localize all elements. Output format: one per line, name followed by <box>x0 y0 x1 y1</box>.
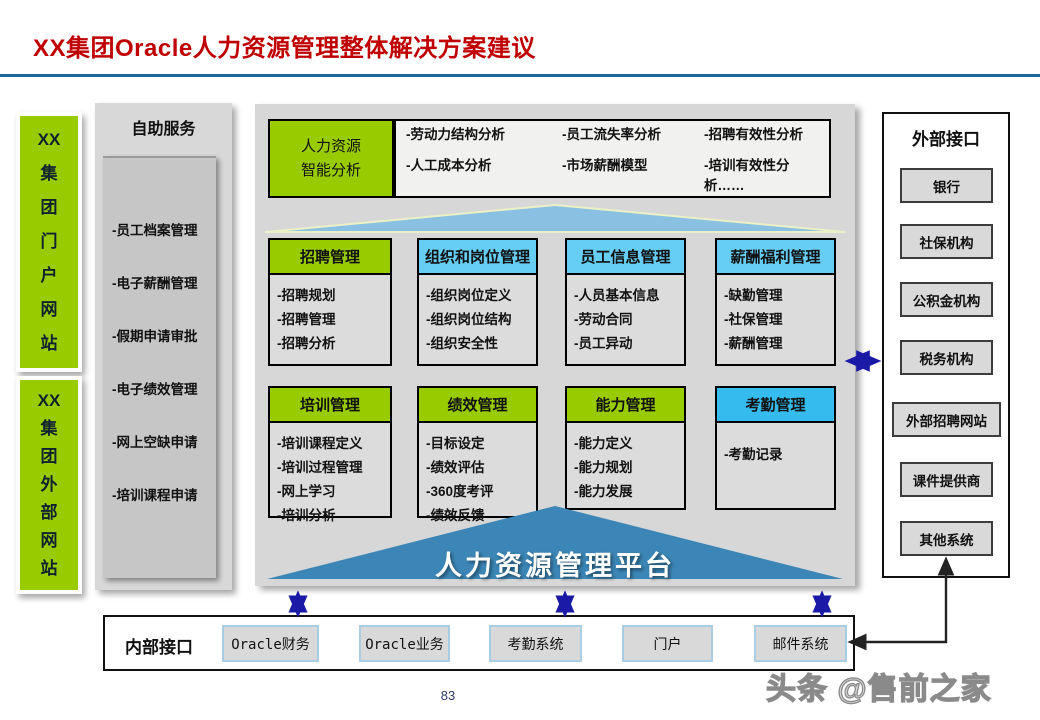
external-system-provident-fund: 公积金机构 <box>900 282 993 317</box>
module-items: -缺勤管理 -社保管理 -薪酬管理 <box>717 275 834 356</box>
portal-external-website: XX 集 团 外 部 网 站 <box>16 376 82 594</box>
internal-system-oracle-finance: Oracle财务 <box>222 625 319 662</box>
list-item: -员工档案管理 <box>112 223 198 238</box>
module-items: -考勤记录 <box>717 423 834 467</box>
title-divider <box>0 74 1040 77</box>
module-items: -人员基本信息 -劳动合同 -员工异动 <box>567 275 684 356</box>
external-interface-title: 外部接口 <box>912 130 980 149</box>
list-item: -能力规划 <box>574 460 633 475</box>
module-header: 考勤管理 <box>717 388 834 423</box>
list-item: -招聘分析 <box>277 336 336 351</box>
module-items: -招聘规划 -招聘管理 -招聘分析 <box>270 275 390 356</box>
self-service-list: -员工档案管理 -电子薪酬管理 -假期申请审批 -电子绩效管理 -网上空缺申请 … <box>103 158 216 504</box>
list-item: -能力发展 <box>574 484 633 499</box>
module-card-employee-info: 员工信息管理 -人员基本信息 -劳动合同 -员工异动 <box>565 238 686 366</box>
platform-label: 人力资源管理平台 <box>435 551 675 581</box>
external-system-tax: 税务机构 <box>900 340 993 375</box>
portal-internal-website: XX 集 团 门 户 网 站 <box>16 112 82 372</box>
module-card-training: 培训管理 -培训课程定义 -培训过程管理 -网上学习 -培训分析 <box>268 386 392 523</box>
external-interface-panel: 外部接口 银行 社保机构 公积金机构 税务机构 外部招聘网站 课件提供商 其他系… <box>882 112 1010 578</box>
list-item: -社保管理 <box>724 312 783 327</box>
analysis-item: -市场薪酬模型 <box>562 158 648 173</box>
watermark: 头条 @售前之家 <box>765 672 992 706</box>
list-item: -招聘管理 <box>277 312 336 327</box>
module-header: 培训管理 <box>270 388 390 423</box>
list-item: -网上空缺申请 <box>112 435 198 450</box>
list-item: -电子薪酬管理 <box>112 276 198 291</box>
internal-interface-bar: 内部接口 Oracle财务 Oracle业务 考勤系统 门户 邮件系统 <box>103 615 855 671</box>
analysis-item: -人工成本分析 <box>406 158 492 173</box>
analysis-item: -培训有效性分析…… <box>704 158 790 193</box>
external-system-other: 其他系统 <box>900 521 993 556</box>
module-card-attendance: 考勤管理 -考勤记录 <box>715 386 836 510</box>
list-item: -考勤记录 <box>724 447 783 462</box>
list-item: -假期申请审批 <box>112 329 198 344</box>
module-header: 能力管理 <box>567 388 684 423</box>
page-number: 83 <box>440 688 456 703</box>
module-card-competency: 能力管理 -能力定义 -能力规划 -能力发展 <box>565 386 686 510</box>
module-card-performance: 绩效管理 -目标设定 -绩效评估 -360度考评 -绩效反馈 <box>417 386 538 523</box>
analysis-funnel-triangle <box>264 204 846 233</box>
page-title: XX集团Oracle人力资源管理整体解决方案建议 <box>33 35 536 62</box>
list-item: -360度考评 <box>426 484 494 499</box>
module-header: 薪酬福利管理 <box>717 240 834 275</box>
list-item: -员工异动 <box>574 336 633 351</box>
list-item: -电子绩效管理 <box>112 382 198 397</box>
list-item: -目标设定 <box>426 436 485 451</box>
list-item: -培训过程管理 <box>277 460 363 475</box>
intelligence-analysis-label: 人力资源 智能分析 <box>268 119 394 198</box>
module-header: 员工信息管理 <box>567 240 684 275</box>
internal-system-portal: 门户 <box>622 625 713 662</box>
self-service-title: 自助服务 <box>131 121 196 138</box>
module-items: -组织岗位定义 -组织岗位结构 -组织安全性 <box>419 275 536 356</box>
self-service-list-panel: -员工档案管理 -电子薪酬管理 -假期申请审批 -电子绩效管理 -网上空缺申请 … <box>103 156 216 578</box>
list-item: -组织安全性 <box>426 336 498 351</box>
list-item: -培训课程申请 <box>112 488 198 503</box>
list-item: -能力定义 <box>574 436 633 451</box>
module-header: 绩效管理 <box>419 388 536 423</box>
analysis-item: -招聘有效性分析 <box>704 127 803 142</box>
internal-system-oracle-business: Oracle业务 <box>359 625 450 662</box>
module-items: -目标设定 -绩效评估 -360度考评 -绩效反馈 <box>419 423 536 528</box>
list-item: -组织岗位结构 <box>426 312 512 327</box>
hr-modules-panel: 人力资源 智能分析 -劳动力结构分析 -员工流失率分析 -招聘有效性分析 -人工… <box>255 104 855 586</box>
analysis-item: -劳动力结构分析 <box>406 127 505 142</box>
external-system-social-security: 社保机构 <box>900 224 993 259</box>
module-items: -能力定义 -能力规划 -能力发展 <box>567 423 684 504</box>
module-card-recruiting: 招聘管理 -招聘规划 -招聘管理 -招聘分析 <box>268 238 392 366</box>
list-item: -绩效反馈 <box>426 508 485 523</box>
module-items: -培训课程定义 -培训过程管理 -网上学习 -培训分析 <box>270 423 390 528</box>
external-system-courseware: 课件提供商 <box>900 462 993 497</box>
list-item: -组织岗位定义 <box>426 288 512 303</box>
internal-interface-label: 内部接口 <box>125 638 193 657</box>
internal-system-mail: 邮件系统 <box>754 625 847 662</box>
list-item: -招聘规划 <box>277 288 336 303</box>
module-card-compensation: 薪酬福利管理 -缺勤管理 -社保管理 -薪酬管理 <box>715 238 836 366</box>
module-header: 招聘管理 <box>270 240 390 275</box>
external-system-recruiting-site: 外部招聘网站 <box>892 402 1001 437</box>
intelligence-analysis-detail: -劳动力结构分析 -员工流失率分析 -招聘有效性分析 -人工成本分析 -市场薪酬… <box>394 119 831 198</box>
list-item: -培训分析 <box>277 508 336 523</box>
list-item: -薪酬管理 <box>724 336 783 351</box>
module-card-org-position: 组织和岗位管理 -组织岗位定义 -组织岗位结构 -组织安全性 <box>417 238 538 366</box>
list-item: -人员基本信息 <box>574 288 660 303</box>
external-system-bank: 银行 <box>900 168 993 203</box>
internal-system-attendance: 考勤系统 <box>489 625 582 662</box>
self-service-panel: 自助服务 -员工档案管理 -电子薪酬管理 -假期申请审批 -电子绩效管理 -网上… <box>95 103 232 590</box>
module-header: 组织和岗位管理 <box>419 240 536 275</box>
list-item: -网上学习 <box>277 484 336 499</box>
list-item: -培训课程定义 <box>277 436 363 451</box>
platform-triangle <box>267 506 843 579</box>
analysis-item: -员工流失率分析 <box>562 127 661 142</box>
list-item: -缺勤管理 <box>724 288 783 303</box>
list-item: -劳动合同 <box>574 312 633 327</box>
list-item: -绩效评估 <box>426 460 485 475</box>
